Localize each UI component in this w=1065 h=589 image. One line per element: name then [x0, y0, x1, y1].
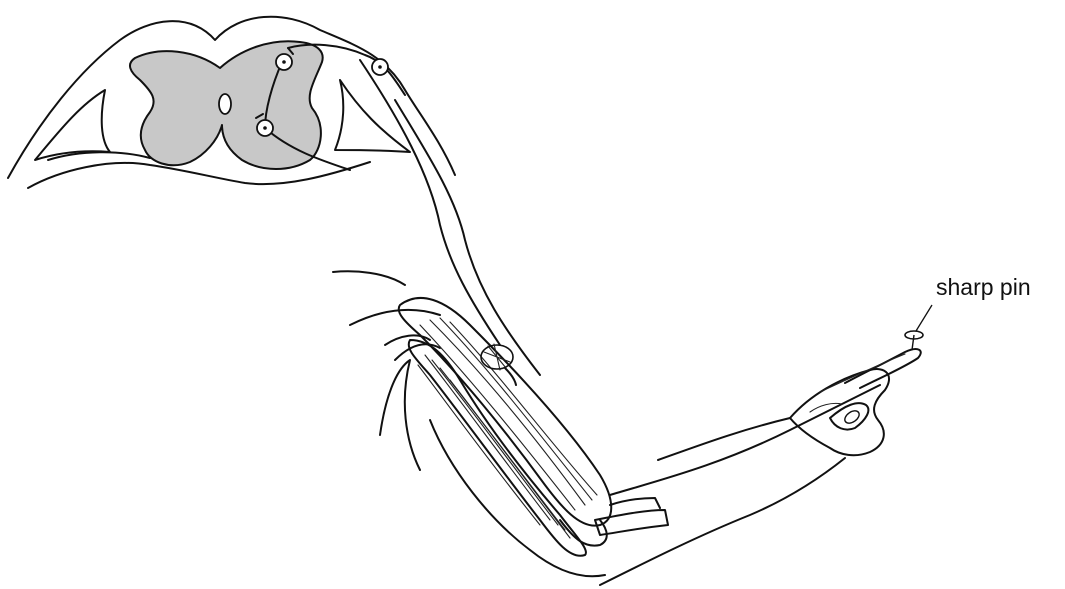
- pin-label-leader: [916, 305, 932, 331]
- sensory-neuron-body-icon: [372, 59, 388, 75]
- nerve-bundle: [360, 60, 540, 375]
- tendon-joint: [610, 498, 660, 508]
- nerve-outer-right: [395, 100, 540, 375]
- knuckle-line: [810, 403, 842, 412]
- central-canal: [219, 94, 231, 114]
- thumbnail: [843, 408, 862, 425]
- forearm-bottom: [600, 458, 845, 585]
- shoulder-line-mid: [350, 310, 440, 325]
- muscle-fibres: [418, 318, 597, 538]
- forearm-top: [610, 385, 880, 495]
- sharp-pin: sharp pin: [905, 274, 1031, 350]
- nerve-outer-left: [360, 60, 500, 345]
- dorsal-root-ganglion-right: [335, 80, 410, 152]
- hand: [790, 349, 921, 455]
- spinal-cord-lower-outline: [28, 162, 370, 188]
- upper-arm-back: [380, 360, 420, 470]
- shoulder-line-tendon: [395, 344, 440, 360]
- neuromuscular-junction: [481, 344, 516, 385]
- index-finger: [845, 349, 921, 388]
- arm: [333, 271, 921, 585]
- shoulder-line-top: [333, 271, 405, 285]
- dorsal-root-ganglion-left: [35, 90, 110, 160]
- biceps-muscle: [399, 298, 612, 526]
- pin-label: sharp pin: [936, 274, 1031, 300]
- upper-arm-underside: [430, 420, 605, 576]
